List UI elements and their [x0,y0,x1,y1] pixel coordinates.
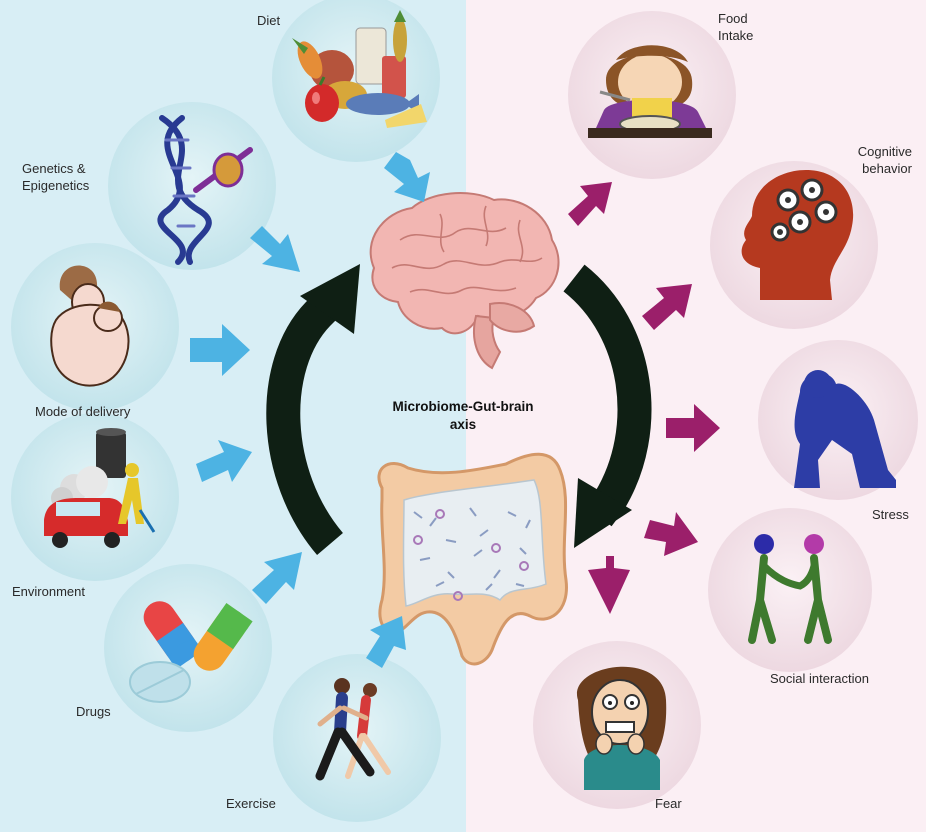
label-fear: Fear [655,796,682,811]
diet-food-icon [292,10,427,128]
stressed-person-icon [794,370,896,488]
axis-title: Microbiome-Gut-brain axis [345,398,581,434]
mother-baby-icon [50,265,130,387]
arrow-exercise [366,616,406,668]
child-eating-icon [588,45,712,138]
cycle-arrow-right [563,264,652,548]
arrow-environment [196,440,252,482]
arrow-genetics [250,226,300,272]
label-exercise: Exercise [226,796,276,811]
pollution-icon [44,428,156,548]
arrow-diet [384,152,430,202]
arrow-drugs [252,552,302,604]
input-arrows [190,152,430,668]
label-cognitive-line2: behavior [862,161,912,176]
label-cognitive-line1: Cognitive [857,144,912,159]
label-food: Food Intake [718,10,753,44]
pills-icon [129,601,253,703]
arrow-food [568,182,612,226]
genetics-circle [108,102,276,270]
head-gears-icon [741,170,854,300]
label-cognitive: Cognitive behavior [844,143,912,177]
arrow-social [644,512,698,556]
axis-title-line1: Microbiome-Gut-brain [392,399,534,414]
label-social: Social interaction [770,671,869,686]
label-genetics-line2: Epigenetics [22,178,90,193]
axis-title-line2: axis [449,417,477,432]
label-diet: Diet [257,13,281,28]
label-stress: Stress [872,507,909,522]
arrow-delivery [190,324,250,376]
social-circle [708,508,872,672]
cycle-arrow-left [266,264,360,556]
label-environment: Environment [12,584,85,599]
arrow-fear [588,556,630,614]
scared-face-icon [576,666,667,790]
label-delivery: Mode of delivery [35,404,131,419]
gut-icon [377,452,568,666]
runners-icon [315,678,391,781]
arrow-cognitive [642,284,692,330]
label-drugs: Drugs [76,704,111,719]
label-genetics-line1: Genetics & [22,161,86,176]
label-food-line2: Intake [718,28,754,43]
exercise-circle [273,654,441,822]
dna-icon [157,115,253,265]
output-arrows [568,182,720,614]
arrow-stress [666,404,720,452]
label-genetics: Genetics & Epigenetics [22,160,89,194]
brain-icon [369,192,560,370]
handshake-icon [748,534,832,644]
label-food-line1: Food [718,11,748,26]
